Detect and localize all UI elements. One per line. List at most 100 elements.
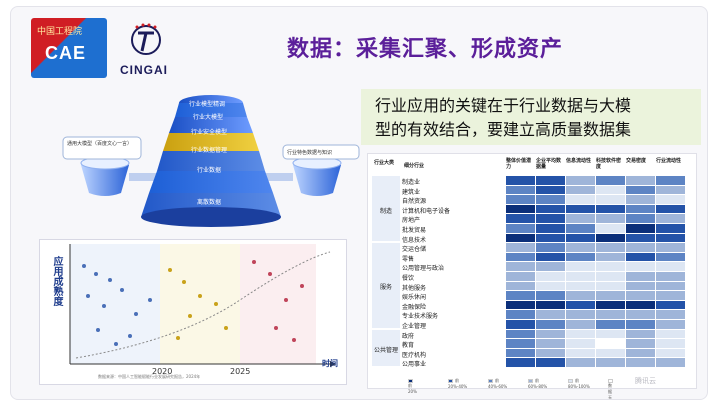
matrix-cell — [506, 262, 535, 271]
matrix-cell — [506, 214, 535, 223]
matrix-cell — [536, 358, 565, 367]
matrix-cell — [566, 281, 595, 291]
matrix-cell — [566, 252, 595, 262]
matrix-cell — [506, 176, 535, 185]
matrix-cell — [536, 291, 565, 300]
matrix-cell — [656, 300, 685, 310]
matrix-cell — [626, 320, 655, 329]
matrix-cell — [536, 339, 565, 348]
matrix-cell — [626, 252, 655, 262]
matrix-cell — [596, 233, 625, 243]
matrix-row-label: 医疗机构 — [402, 351, 427, 359]
matrix-cell — [536, 224, 565, 233]
matrix-cell — [656, 243, 685, 252]
matrix-cell — [566, 176, 595, 185]
slide: 中国工程院 CAE CINGAI 数据：采集汇聚、形成资产 — [10, 6, 708, 400]
legend-label: 前80%-100% — [568, 378, 590, 389]
matrix-cell — [506, 224, 535, 233]
matrix-cell — [656, 233, 685, 243]
matrix-cell — [506, 300, 535, 310]
matrix-cell — [626, 195, 655, 204]
matrix-cell — [566, 195, 595, 204]
matrix-row-label: 公用管理与政治 — [402, 265, 445, 273]
matrix-cell — [536, 262, 565, 271]
matrix-cell — [596, 176, 625, 185]
matrix-row-label: 零售 — [402, 255, 415, 263]
pyramid-layer-4: 行业数据管理 — [191, 147, 228, 154]
matrix-cell — [506, 320, 535, 329]
matrix-col-header: 企业平均数据量 — [536, 158, 562, 170]
matrix-cell — [626, 204, 655, 214]
matrix-category-band — [372, 243, 400, 328]
cae-logo: 中国工程院 CAE — [31, 18, 107, 78]
legend-label: 数据无数据 — [608, 383, 612, 400]
legend-item: 前60%-80% — [528, 378, 547, 389]
maturity-chart: 应用成熟度 2020 2025 — [39, 239, 347, 385]
matrix-row-label: 建筑业 — [402, 188, 421, 196]
matrix-cell — [596, 320, 625, 329]
left-cone-icon — [81, 160, 129, 196]
legend-swatch — [448, 379, 453, 383]
matrix-cell — [506, 185, 535, 195]
matrix-row-label: 自然资源 — [402, 198, 427, 206]
matrix-cell — [566, 300, 595, 310]
matrix-cell — [506, 252, 535, 262]
matrix-cell — [626, 214, 655, 223]
matrix-cell — [626, 243, 655, 252]
matrix-row-label: 企业管理 — [402, 323, 427, 330]
matrix-cell — [626, 281, 655, 291]
matrix-cell — [596, 291, 625, 300]
matrix-cell — [626, 291, 655, 300]
maturity-scatter — [69, 244, 336, 367]
matrix-cell — [596, 281, 625, 291]
matrix-row-label: 制造业 — [402, 179, 421, 186]
matrix-row-label: 政府 — [402, 332, 415, 340]
legend-label: 前20%-40% — [448, 378, 468, 389]
legend-item: 前80%-100% — [568, 378, 590, 389]
matrix-cell — [566, 243, 595, 252]
legend-swatch — [528, 379, 533, 383]
matrix-cell — [656, 320, 685, 329]
matrix-cell — [566, 329, 595, 339]
cingai-mark-icon — [131, 23, 161, 55]
matrix-cell — [506, 339, 535, 348]
matrix-cell — [626, 358, 655, 367]
maturity-ylabel: 应用成熟度 — [51, 256, 62, 306]
legend-item: 数据无数据 — [608, 378, 615, 400]
matrix-cell — [656, 339, 685, 348]
matrix-col-header: 整体价值潜力 — [506, 158, 532, 170]
matrix-cell — [536, 233, 565, 243]
matrix-row-label: 餐饮 — [402, 275, 415, 282]
matrix-cell — [536, 320, 565, 329]
matrix-cell — [506, 329, 535, 339]
matrix-cell — [596, 195, 625, 204]
matrix-cell — [536, 300, 565, 310]
matrix-cell — [656, 310, 685, 319]
cae-logo-text: CAE — [45, 43, 87, 63]
matrix-header-category: 行业大类 — [374, 160, 395, 166]
matrix-cell — [506, 195, 535, 204]
watermark: 腾讯云 — [635, 377, 656, 385]
pyramid-diagram — [62, 95, 360, 227]
matrix-cell — [536, 272, 565, 281]
matrix-header-sub: 细分行业 — [404, 163, 425, 169]
x-tick-2025: 2025 — [230, 367, 251, 376]
x-tick-2020: 2020 — [152, 367, 173, 376]
matrix-cell — [626, 224, 655, 233]
matrix-cell — [536, 204, 565, 214]
matrix-cell — [626, 348, 655, 358]
matrix-cell — [596, 252, 625, 262]
right-bubble-text: 行业特色数据与知识 — [287, 150, 333, 156]
matrix-col-header: 信息流动性 — [566, 158, 592, 164]
matrix-cell — [566, 224, 595, 233]
matrix-cell — [566, 204, 595, 214]
industry-matrix: 行业大类 细分行业 整体价值潜力企业平均数据量信息流动性科技软件密度交易密度行业… — [367, 153, 697, 399]
matrix-cell — [656, 214, 685, 223]
left-bubble-text: 通用大模型（百度文心一言） — [67, 141, 133, 147]
matrix-cell — [566, 262, 595, 271]
legend-swatch — [488, 379, 493, 383]
matrix-row-label: 专业技术服务 — [402, 313, 439, 321]
matrix-cell — [566, 358, 595, 367]
pyramid-layer-1: 行业模型精调 — [189, 101, 226, 108]
matrix-cell — [626, 339, 655, 348]
